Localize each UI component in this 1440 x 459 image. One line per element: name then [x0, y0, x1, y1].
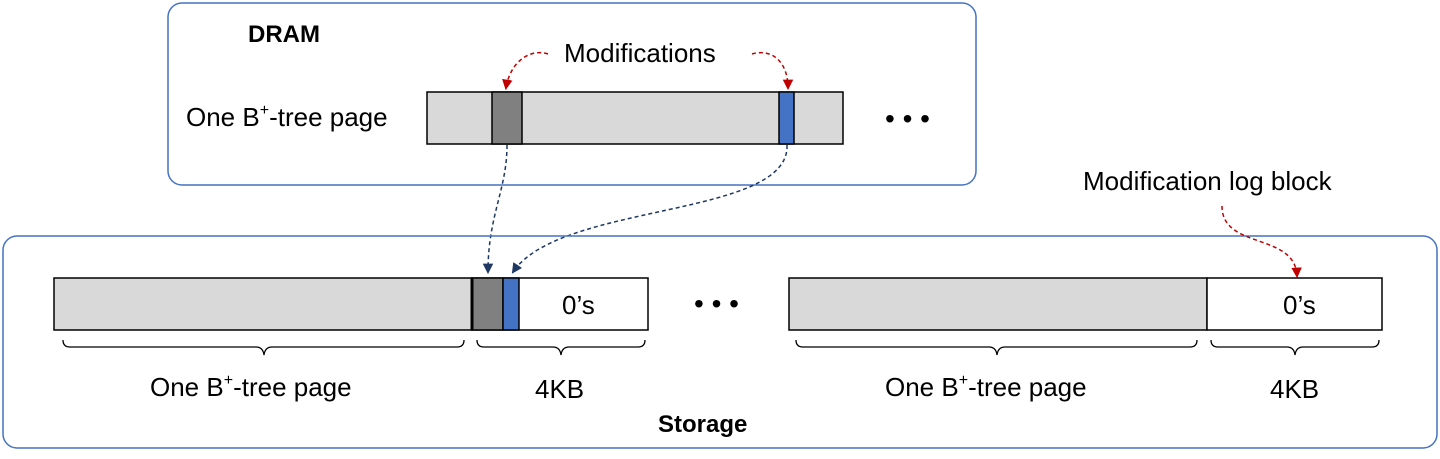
storage-log-label-1: 4KB — [535, 374, 584, 404]
flush-arrow-blue — [511, 144, 788, 274]
brace-page-1 — [62, 339, 465, 356]
dram-title: DRAM — [248, 21, 320, 48]
storage-frame — [2, 235, 1438, 449]
storage-page-label-2: One B+-tree page — [885, 372, 1087, 402]
storage-zeros-2: 0’s — [1283, 290, 1316, 320]
brace-page-2 — [795, 339, 1198, 356]
dram-page-label: One B+-tree page — [186, 102, 388, 132]
dram-dark-modification — [491, 91, 523, 145]
dram-ellipsis: • • • — [885, 103, 930, 134]
dram-frame — [167, 2, 977, 186]
storage-title: Storage — [658, 411, 747, 438]
brace-log-2 — [1210, 339, 1380, 356]
log-block-arrow — [1221, 205, 1302, 279]
modification-arrow-right — [751, 51, 794, 91]
storage-ellipsis: • • • — [694, 288, 739, 319]
modifications-label: Modifications — [564, 38, 716, 68]
flush-arrow-dark — [482, 144, 508, 275]
storage-page-1 — [53, 277, 473, 331]
storage-zeros-1: 0’s — [562, 290, 595, 320]
brace-log-1 — [476, 339, 646, 356]
storage-dark-modification — [471, 277, 504, 331]
storage-page-label-1: One B+-tree page — [150, 372, 352, 402]
dram-blue-modification — [778, 91, 795, 145]
modification-arrow-left — [502, 51, 549, 91]
log-block-annotation: Modification log block — [1083, 166, 1333, 196]
storage-page-2 — [788, 277, 1208, 331]
storage-blue-modification — [502, 277, 520, 331]
storage-log-block-2 — [1206, 277, 1383, 331]
storage-log-label-2: 4KB — [1270, 374, 1319, 404]
